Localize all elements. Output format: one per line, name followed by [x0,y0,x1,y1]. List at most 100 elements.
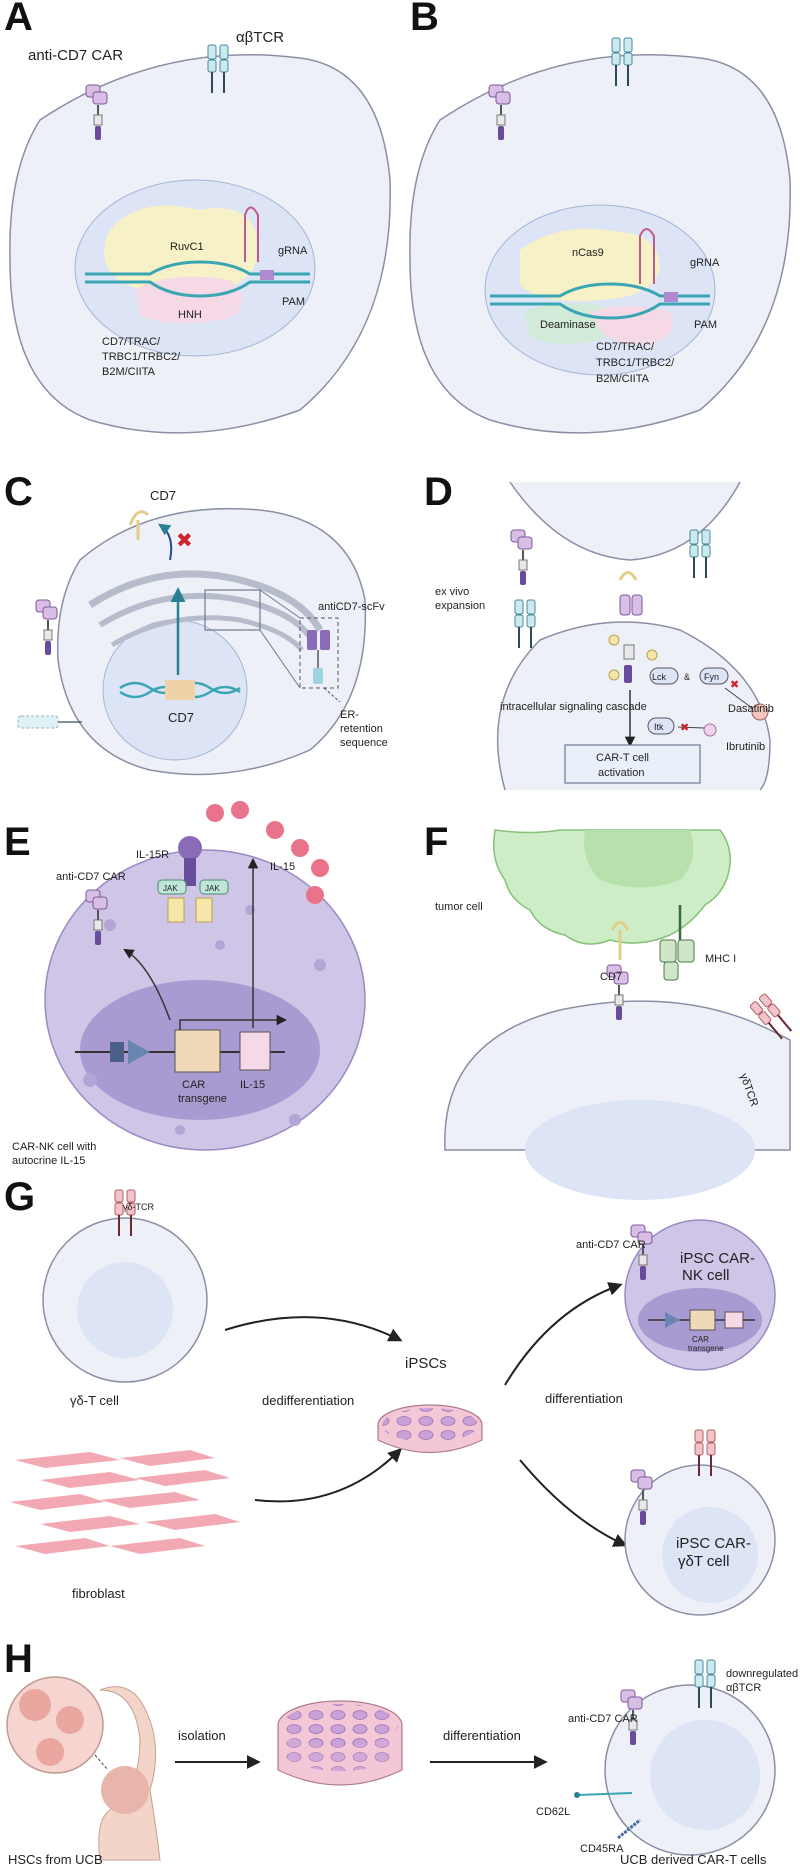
targets-label-b-1: CD7/TRAC/ [596,341,655,353]
anti-cd7-car-label-h: anti-CD7 CAR [568,1713,638,1725]
fyn-box [699,667,729,685]
ipsc-car-nk-label-2: NK cell [682,1267,730,1284]
grna-label-a: gRNA [278,245,308,257]
cd62l-label: CD62L [536,1806,570,1818]
car-transgene-box [174,1029,221,1073]
cd7-top-label: CD7 [150,488,176,503]
panel-letter-c: C [4,470,33,514]
cd45ra-label: CD45RA [580,1843,624,1855]
car-transgene-label-g-2: transgene [688,1344,724,1353]
car-icon-c [35,599,58,656]
expansion-label-1: ex vivo [435,586,469,598]
targets-label-a-2: TRBC1/TRBC2/ [102,351,181,363]
jak-left-box [157,879,187,895]
car-transgene-label-g-1: CAR [692,1335,709,1344]
hscs-label: HSCs from UCB [8,1852,103,1867]
lck-label: Lck [652,672,667,682]
panel-e: E IL-15R [4,801,366,1167]
ncas9-label: nCas9 [572,247,604,259]
cascade-label: intracellular signaling cascade [500,701,647,713]
ipsc-dish-g [377,1404,483,1453]
anti-cd7-car-label-g: anti-CD7 CAR [576,1239,646,1251]
svg-text:&: & [684,672,690,682]
panel-letter-f: F [424,820,448,864]
pregnant-figure-icon [98,1686,161,1861]
panel-letter-d: D [424,470,453,514]
dasatinib-icon [751,703,769,721]
differentiation-label-h: differentiation [443,1728,521,1743]
er-retention-label-3: sequence [340,737,388,749]
targets-label-a-3: B2M/CIITA [102,366,156,378]
pam-site-a [260,270,274,280]
er-inset-box [204,589,261,631]
panel-g: G [4,1175,776,1616]
scfv-label: antiCD7-scFv [318,601,385,613]
cas9-complex-a [104,205,259,294]
dedifferentiation-label: dedifferentiation [262,1393,354,1408]
grna-hairpin-a [244,206,259,262]
blocked-cross-icon: ✖ [176,528,193,552]
activation-box [564,744,701,784]
il15-gene-box [239,1031,271,1071]
isolation-label: isolation [178,1728,226,1743]
anti-cd7-car-label-e: anti-CD7 CAR [56,871,126,883]
car-icon-d-top [510,529,533,586]
svg-text:✖: ✖ [730,678,739,691]
cd7-label-f: CD7 [600,971,622,983]
caption-e-2: autocrine IL-15 [12,1155,85,1167]
hsc-dish [277,1700,403,1786]
itk-box [647,717,675,735]
gd-tcr-label-g: γδ-TCR [123,1202,155,1212]
fyn-label: Fyn [704,672,719,682]
caption-e-1: CAR-NK cell with [12,1141,96,1153]
er-retention-label-1: ER- [340,709,359,721]
lck-box [649,667,679,685]
pam-label-a: PAM [282,296,305,308]
cd7-f-icon [610,921,630,960]
car-transgene-label-2: transgene [178,1093,227,1105]
cd45ra-icon [617,1818,641,1840]
deaminase-label: Deaminase [540,319,596,331]
panel-b: B nCas9 gRNA Deaminase PAM CD7/TRAC/ TRB… [409,0,791,434]
il15-particles [206,801,329,904]
gd-t-cell-label: γδ-T cell [70,1393,119,1408]
fibroblast-arrow [254,1448,402,1503]
phospho-icon-2 [646,649,658,661]
il15-gene-label: IL-15 [240,1079,265,1091]
dasatinib-label: Dasatinib [728,703,774,715]
ipsc-car-gdt-label-1: iPSC CAR- [676,1535,751,1552]
ibrutinib-label: Ibrutinib [726,741,765,753]
itk-label: Itk [654,722,664,732]
panel-a: A anti-CD7 CAR αβTCR RuvC1 gRNA PAM HNH … [4,0,391,434]
activation-label-2: activation [598,767,644,779]
svg-text:✖: ✖ [680,721,689,734]
ipscs-label: iPSCs [405,1355,447,1372]
phospho-icon-1 [608,634,620,646]
ibrutinib-icon [703,723,717,737]
pam-label-b: PAM [694,319,717,331]
panel-letter-h: H [4,1637,33,1681]
ruvc1-label: RuvC1 [170,241,204,253]
hnh-label: HNH [178,309,202,321]
cd7-gene-label: CD7 [168,710,194,725]
jak-right-label: JAK [205,884,220,893]
panel-letter-e: E [4,820,31,864]
scfv-construct [299,617,341,703]
tcr-icon-d-top [689,529,711,579]
panel-h: H isolation differentiation HSCs from UC… [4,1637,798,1867]
mhc-label: MHC I [705,953,736,965]
downregulated-label-2: αβTCR [726,1682,761,1694]
cd7-surface-icon [128,510,150,540]
cd62l-icon [576,1792,633,1796]
expansion-label-2: expansion [435,600,485,612]
ucb-cart-label: UCB derived CAR-T cells [620,1852,767,1867]
ipsc-car-nk-label-1: iPSC CAR- [680,1250,755,1267]
fibroblast-cells [10,1450,240,1554]
car-transgene-label-1: CAR [182,1079,205,1091]
mhc-icon [659,905,695,981]
differentiation-arrow-up [504,1282,623,1386]
differentiation-label-g: differentiation [545,1391,623,1406]
fibroblast-label: fibroblast [72,1586,125,1601]
tcr-icon-d-left [514,599,536,649]
